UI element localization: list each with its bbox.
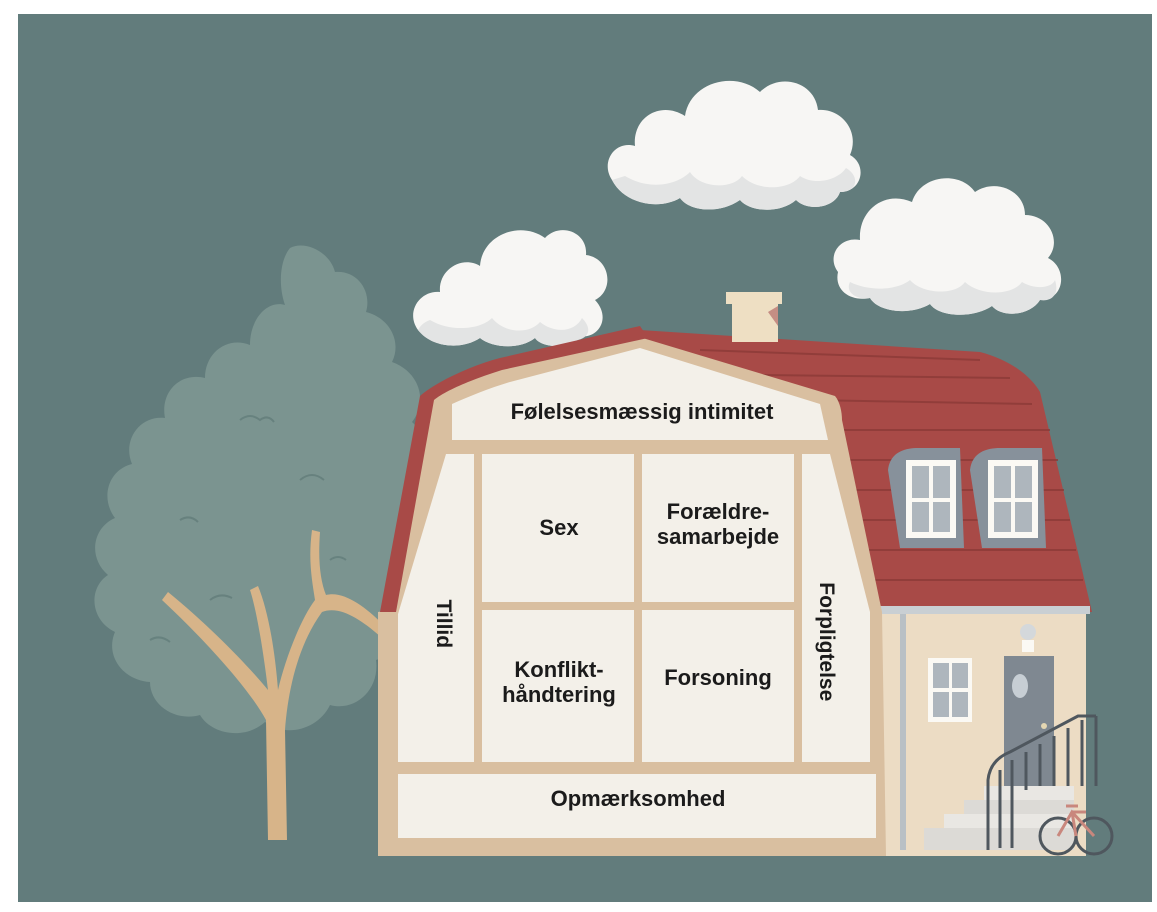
- bicycle-icon: [1038, 804, 1114, 856]
- label-opmaerksomhed: Opmærksomhed: [550, 786, 726, 811]
- room-forsoning: [642, 610, 794, 762]
- dormer-right: [970, 448, 1046, 548]
- label-tillid: Tillid: [431, 599, 455, 649]
- label-konflikthaandtering: Konflikt- håndtering: [502, 657, 616, 707]
- room-forpligtelse: [802, 454, 870, 762]
- cloud-icon: [413, 80, 1062, 347]
- dormer-left: [888, 448, 964, 548]
- room-opmaerksomhed: [398, 774, 876, 838]
- label-forpligtelse: Forpligtelse: [814, 582, 838, 702]
- house-outline: [378, 326, 886, 856]
- label-sex: Sex: [539, 515, 579, 540]
- railing-icon: [986, 714, 1098, 850]
- tree-trunk: [162, 530, 388, 840]
- room-konflikt: [482, 610, 634, 762]
- cloud-shade: [418, 168, 1057, 347]
- label-foraeldresamarbejde: Forældre- samarbejde: [656, 499, 780, 549]
- chimney-icon: [726, 292, 782, 342]
- room-tillid: [398, 454, 474, 762]
- room-foraeldre: [642, 454, 794, 602]
- label-emotional-intimacy: Følelsesmæssig intimitet: [510, 399, 774, 424]
- room-roof: [452, 348, 828, 440]
- room-sex: [482, 454, 634, 602]
- facade: [876, 606, 1098, 856]
- label-forsoning: Forsoning: [664, 665, 772, 690]
